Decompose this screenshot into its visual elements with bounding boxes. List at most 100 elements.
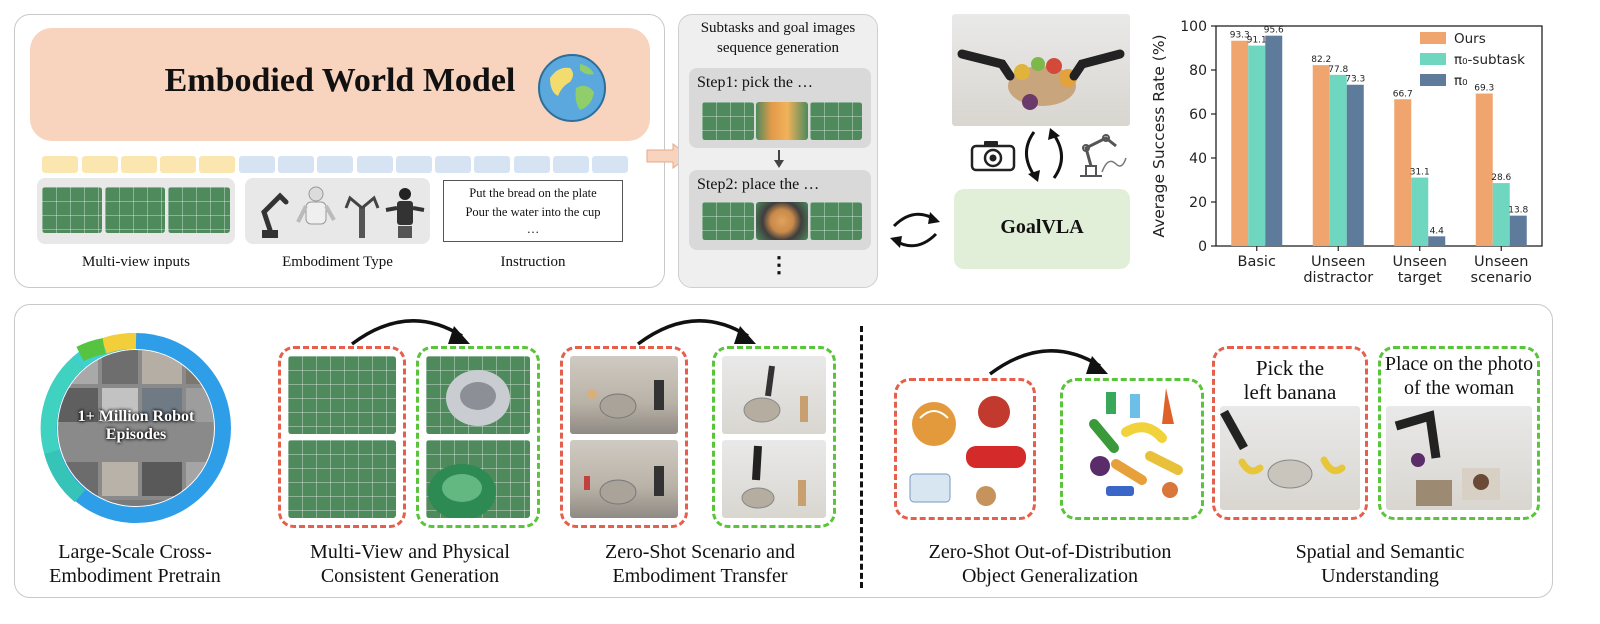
bar (1394, 99, 1412, 246)
source-scene-image (570, 356, 678, 434)
token-yellow (42, 156, 78, 173)
prompt-line: Place on the photo (1384, 353, 1534, 375)
world-model-title: Embodied World Model (164, 62, 516, 99)
prompt-line: of the woman (1404, 377, 1514, 399)
bar-value-label: 95.6 (1264, 26, 1284, 36)
caption-scenario-transfer: Zero-Shot Scenario and Embodiment Transf… (560, 540, 840, 588)
curved-arrow-icon (350, 319, 470, 346)
caption-multi-view: Multi-View and Physical Consistent Gener… (270, 540, 550, 588)
curved-arrow-icon (988, 349, 1108, 376)
y-tick-label: 100 (1180, 19, 1207, 35)
bar-value-label: 82.2 (1311, 55, 1331, 65)
step-2-goal-image (702, 202, 754, 240)
token-blue (239, 156, 275, 173)
bar (1265, 35, 1283, 247)
spatial-task-image (1220, 406, 1360, 510)
x-tick-label: Unseen (1474, 254, 1528, 270)
step-1-label: Step1: pick the … (697, 74, 813, 91)
token-blue (435, 156, 471, 173)
y-tick-label: 20 (1189, 195, 1207, 211)
pretrain-episodes-ring (40, 332, 231, 523)
seen-objects-frame (894, 378, 1036, 520)
down-arrow-icon (774, 150, 784, 168)
goalvla-box (954, 189, 1130, 269)
bar (1312, 65, 1330, 246)
caption-ood-generalization: Zero-Shot Out-of-Distribution Object Gen… (880, 540, 1220, 588)
step-1-goal-image (756, 102, 808, 140)
bar-value-label: 93.3 (1230, 31, 1250, 41)
input-view-image (168, 187, 230, 233)
generated-views-frame (416, 346, 540, 528)
prompt-line: left banana (1243, 380, 1337, 404)
semantic-prompt-text: Place on the photo of the woman (1378, 352, 1540, 400)
step-2-label: Step2: place the … (697, 176, 820, 193)
generated-view-image (426, 356, 530, 434)
x-tick-label: Basic (1238, 254, 1276, 270)
caption-line: Spatial and Semantic (1295, 541, 1465, 563)
bar (1329, 74, 1347, 246)
instruction-line-2: Pour the water into the cup (465, 205, 601, 219)
mobile-robot-icon (385, 188, 425, 238)
step-2-goal-image (810, 202, 862, 240)
bar-value-label: 4.4 (1430, 226, 1445, 236)
pretrain-episodes-label: 1+ Million Robot Episodes (60, 408, 212, 444)
legend-label: π₀ (1454, 73, 1468, 89)
source-scene-image (570, 440, 678, 518)
bar-value-label: 91.1 (1247, 36, 1267, 46)
camera-icon (970, 141, 1016, 172)
bar-value-label: 69.3 (1474, 84, 1494, 94)
globe-icon (538, 54, 606, 122)
plot-frame (1215, 25, 1543, 247)
section-divider (860, 326, 863, 588)
sequence-title-line-1: Subtasks and goal images (700, 20, 856, 36)
instruction-label: Instruction (500, 254, 566, 270)
token-blue (514, 156, 550, 173)
y-axis-label: Average Success Rate (%) (1150, 34, 1168, 237)
input-views-frame (278, 346, 406, 528)
bar (1492, 183, 1510, 246)
bar (1248, 45, 1266, 246)
more-steps-ellipsis: ⋮ (768, 252, 790, 277)
step-2-goal-image (756, 202, 808, 240)
source-scene-frame (560, 346, 688, 528)
caption-spatial-semantic: Spatial and Semantic Understanding (1240, 540, 1520, 588)
transferred-scene-image (722, 356, 826, 434)
token-yellow (160, 156, 196, 173)
bar-value-label: 66.7 (1393, 89, 1413, 99)
cycle-arrows-icon (890, 212, 940, 248)
robot-arm-icon (261, 192, 289, 238)
transferred-scene-frame (712, 346, 836, 528)
input-view-image (288, 356, 396, 434)
bar-value-label: 73.3 (1345, 75, 1365, 85)
token-yellow (82, 156, 118, 173)
caption-line: Zero-Shot Scenario and (605, 541, 795, 563)
generated-view-image (426, 440, 530, 518)
multi-view-inputs-label: Multi-view inputs (82, 254, 190, 270)
curved-arrow-icon (636, 319, 756, 346)
legend-label: Ours (1454, 31, 1486, 47)
caption-pretrain: Large-Scale Cross- Embodiment Pretrain (20, 540, 250, 588)
legend-label: π₀-subtask (1454, 52, 1525, 68)
token-blue (396, 156, 432, 173)
seen-objects-illustration (909, 396, 1026, 506)
instruction-line-3: … (526, 222, 540, 236)
caption-line: Understanding (1321, 565, 1439, 587)
unseen-objects-frame (1060, 378, 1204, 520)
transferred-scene-image (722, 440, 826, 518)
x-tick-label: scenario (1471, 270, 1533, 286)
legend-swatch (1420, 74, 1446, 86)
caption-line: Embodiment Transfer (612, 565, 788, 587)
token-blue (474, 156, 510, 173)
step-1-goal-image (702, 102, 754, 140)
x-tick-label: Unseen (1393, 254, 1447, 270)
bar (1475, 93, 1493, 246)
semantic-prompt-frame (1378, 346, 1540, 520)
embodiment-type-label: Embodiment Type (282, 254, 393, 270)
prompt-line: Pick the (1255, 356, 1325, 380)
bar-value-label: 13.8 (1508, 206, 1528, 216)
dual-arm-robot-icon (344, 195, 380, 238)
sequence-title-line-2: sequence generation (716, 40, 840, 56)
humanoid-robot-icon (296, 186, 336, 225)
semantic-task-image (1386, 406, 1532, 510)
